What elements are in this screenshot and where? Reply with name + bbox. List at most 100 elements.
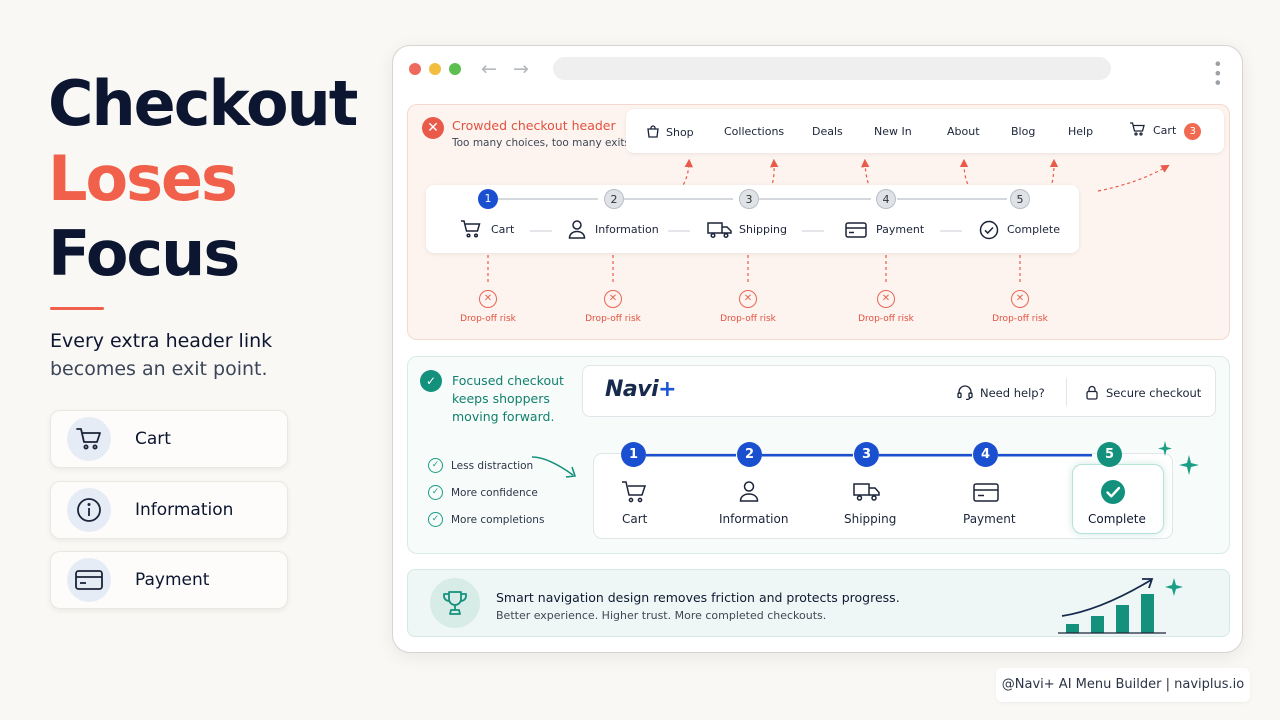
- x-circle-icon: ✕: [877, 290, 895, 308]
- step-label: Shipping: [739, 223, 787, 236]
- step-label: Information: [719, 512, 789, 526]
- banner-title: Smart navigation design removes friction…: [496, 590, 900, 605]
- crowded-panel: ✕ Crowded checkout header Too many choic…: [407, 104, 1230, 340]
- nav-deals[interactable]: Deals: [812, 125, 843, 138]
- crowded-title: Crowded checkout header: [452, 118, 616, 133]
- step-number: 5: [1097, 442, 1122, 467]
- nav-help[interactable]: Help: [1068, 125, 1094, 138]
- minimize-dot[interactable]: [429, 63, 441, 75]
- focused-stepper: 1 2 3 4 5 Cart Information Shipping Paym…: [593, 442, 1173, 539]
- cart-icon: [621, 480, 647, 508]
- footer-credit: @Navi+ AI Menu Builder | naviplus.io: [996, 668, 1250, 702]
- user-icon: [739, 480, 759, 506]
- check-circle-icon: ✓: [420, 370, 442, 392]
- step-label: Information: [595, 223, 659, 236]
- curved-arrow-icon: [531, 456, 577, 478]
- cart-count-badge: 3: [1184, 122, 1202, 140]
- headline-line1: Checkout: [48, 67, 358, 140]
- tagline-line2: becomes an exit point.: [50, 358, 268, 380]
- user-icon: [568, 219, 586, 243]
- check-icon: ✓: [428, 485, 443, 500]
- step-number: 5: [1010, 189, 1030, 209]
- banner-subtitle: Better experience. Higher trust. More co…: [496, 609, 827, 622]
- step-number: 2: [737, 442, 762, 467]
- nav-blog[interactable]: Blog: [1011, 125, 1036, 138]
- growth-chart-icon: [1058, 578, 1183, 634]
- step-label: Shipping: [844, 512, 897, 526]
- side-card-information: Information: [50, 481, 288, 539]
- credit-card-icon: [67, 558, 111, 602]
- step-number: 4: [876, 189, 896, 209]
- step-number: 1: [478, 189, 498, 209]
- crowded-subtitle: Too many choices, too many exits.: [452, 137, 634, 149]
- nav-new-in[interactable]: New In: [874, 125, 912, 138]
- truck-icon: [853, 482, 881, 506]
- benefit-item: ✓More confidence: [428, 485, 538, 500]
- benefit-item: ✓Less distraction: [428, 458, 533, 473]
- side-card-cart: Cart: [50, 410, 288, 468]
- cart-icon: [67, 417, 111, 461]
- focused-nav-bar: Navi+ Need help? Secure checkout: [582, 365, 1216, 417]
- step-number: 3: [739, 189, 759, 209]
- headline-line3: Focus: [48, 217, 240, 290]
- cart-icon: [1130, 122, 1145, 136]
- side-card-label: Information: [135, 500, 234, 520]
- maximize-dot[interactable]: [449, 63, 461, 75]
- accent-divider: [50, 307, 104, 310]
- address-bar[interactable]: [553, 57, 1111, 80]
- step-label: Payment: [876, 223, 925, 236]
- nav-about[interactable]: About: [947, 125, 980, 138]
- info-icon: [67, 488, 111, 532]
- step-number: 2: [604, 189, 624, 209]
- step-label: Complete: [1007, 223, 1061, 236]
- kebab-menu-icon[interactable]: •••: [1208, 59, 1227, 88]
- step-label: Cart: [622, 512, 648, 526]
- divider: [1066, 378, 1067, 406]
- focused-title: Focused checkout keeps shoppers moving f…: [452, 373, 564, 424]
- side-card-label: Cart: [135, 429, 171, 449]
- step-number: 1: [621, 442, 646, 467]
- x-circle-icon: ✕: [739, 290, 757, 308]
- check-circle-icon: [1100, 479, 1126, 509]
- need-help-link[interactable]: Need help?: [957, 385, 1045, 401]
- summary-banner: Smart navigation design removes friction…: [407, 569, 1230, 637]
- drop-off-risk: ✕Drop-off risk: [980, 290, 1060, 324]
- check-icon: ✓: [428, 458, 443, 473]
- side-card-label: Payment: [135, 570, 210, 590]
- step-number: 4: [973, 442, 998, 467]
- nav-shop[interactable]: Shop: [646, 125, 694, 139]
- crowded-stepper: 1 2 3 4 5 Cart Information Shipping Paym…: [426, 185, 1079, 253]
- sparkle-icon: [1158, 441, 1199, 475]
- drop-off-risk: ✕Drop-off risk: [448, 290, 528, 324]
- browser-window: ← → ••• ✕ Crowded checkout header Too ma…: [392, 45, 1243, 653]
- x-circle-icon: ✕: [479, 290, 497, 308]
- headline-line2: Loses: [48, 142, 238, 215]
- cart-icon: [460, 219, 482, 243]
- step-label: Cart: [491, 223, 515, 236]
- drop-off-risk: ✕Drop-off risk: [846, 290, 926, 324]
- forward-arrow-icon[interactable]: →: [513, 58, 529, 80]
- step-number: 3: [854, 442, 879, 467]
- secure-checkout-label: Secure checkout: [1086, 385, 1201, 400]
- side-card-payment: Payment: [50, 551, 288, 609]
- check-icon: ✓: [428, 512, 443, 527]
- drop-off-risk: ✕Drop-off risk: [573, 290, 653, 324]
- credit-card-icon: [845, 222, 867, 242]
- headset-icon: [957, 385, 973, 401]
- step-label: Complete: [1088, 512, 1146, 526]
- tagline-line1: Every extra header link: [50, 330, 273, 352]
- x-circle-icon: ✕: [422, 117, 444, 139]
- headline: Checkout Loses Focus: [48, 66, 358, 291]
- navi-logo[interactable]: Navi+: [605, 377, 677, 402]
- nav-collections[interactable]: Collections: [724, 125, 785, 138]
- crowded-nav-bar: Shop Collections Deals New In About Blog…: [626, 109, 1224, 153]
- back-arrow-icon[interactable]: ←: [481, 58, 497, 80]
- credit-card-icon: [973, 483, 999, 506]
- window-controls: [409, 63, 461, 75]
- truck-icon: [707, 221, 733, 243]
- close-dot[interactable]: [409, 63, 421, 75]
- drop-off-risk: ✕Drop-off risk: [708, 290, 788, 324]
- lock-icon: [1086, 385, 1098, 400]
- bag-icon: [647, 125, 659, 138]
